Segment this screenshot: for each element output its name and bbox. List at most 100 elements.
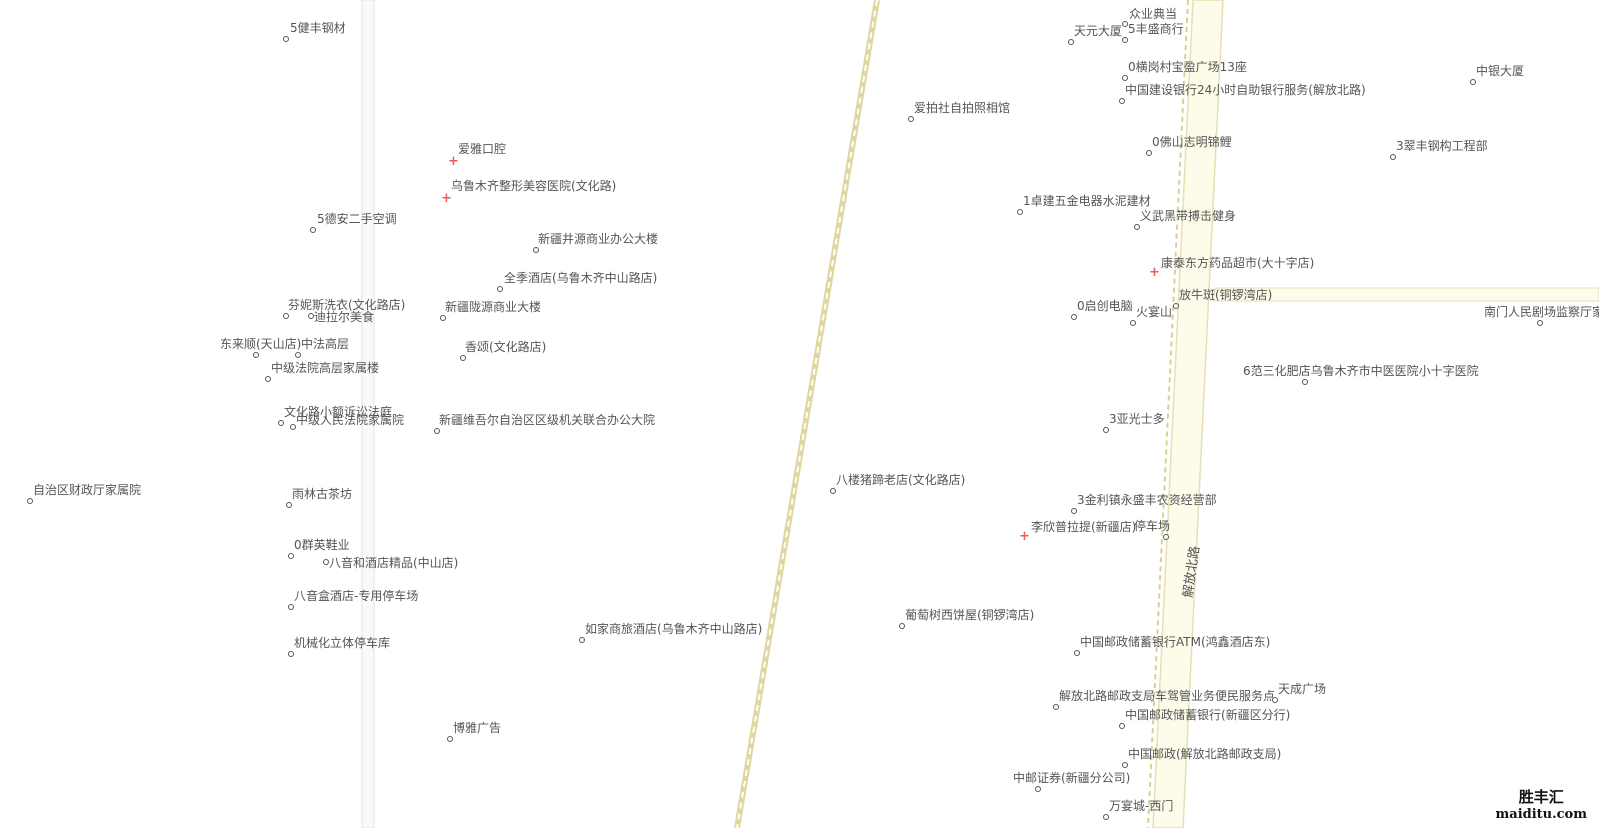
poi-label: 全季酒店(乌鲁木齐中山路店) bbox=[504, 271, 658, 285]
road-rail bbox=[1147, 0, 1189, 828]
poi-dot-icon bbox=[290, 424, 296, 430]
poi-label: 新疆陇源商业大楼 bbox=[445, 300, 542, 314]
watermark: 胜丰汇 maiditu.com bbox=[1496, 786, 1587, 822]
poi-dot-icon bbox=[1146, 150, 1152, 156]
poi-label: 八音和酒店精品(中山店) bbox=[329, 556, 459, 570]
poi-label: 乌鲁木齐整形美容医院(文化路) bbox=[451, 179, 617, 193]
poi-label: 机械化立体停车库 bbox=[294, 636, 391, 650]
poi-dot-icon bbox=[1119, 723, 1125, 729]
poi-label: 中国建设银行24小时自助银行服务(解放北路) bbox=[1125, 83, 1366, 97]
poi-label: 中法高层 bbox=[301, 337, 350, 351]
poi-dot-icon bbox=[1537, 320, 1543, 326]
poi-dot-icon bbox=[288, 604, 294, 610]
poi-label: 东来顺(天山店) bbox=[220, 337, 302, 351]
poi-label: 0启创电脑 bbox=[1077, 299, 1133, 313]
poi-dot-icon bbox=[1119, 98, 1125, 104]
poi-dot-icon bbox=[308, 313, 314, 319]
poi-label: 中国邮政储蓄银行(新疆区分行) bbox=[1125, 708, 1291, 722]
poi-label: 新疆维吾尔自治区区级机关联合办公大院 bbox=[439, 413, 656, 427]
poi-label: 6范三化肥店乌鲁木齐市中医医院小十字医院 bbox=[1243, 364, 1479, 378]
poi-dot-icon bbox=[533, 247, 539, 253]
poi-dot-icon bbox=[1470, 79, 1476, 85]
poi-label: 3翠丰钢构工程部 bbox=[1396, 139, 1488, 153]
poi-label: 爱拍社自拍照相馆 bbox=[914, 101, 1011, 115]
watermark-name: 胜丰汇 bbox=[1518, 788, 1564, 806]
poi-label: 万宴城-西门 bbox=[1109, 799, 1174, 813]
poi-label: 中级人民法院家属院 bbox=[296, 413, 405, 427]
poi-dot-icon bbox=[1122, 762, 1128, 768]
poi-label: 南门人民剧场监察厅家 bbox=[1484, 305, 1599, 319]
poi-dot-icon bbox=[323, 559, 329, 565]
poi-dot-icon bbox=[447, 736, 453, 742]
poi-dot-icon bbox=[440, 315, 446, 321]
poi-label: 1卓建五金电器水泥建材 bbox=[1023, 194, 1151, 208]
poi-label: 5丰盛商行 bbox=[1128, 22, 1184, 36]
poi-label: 放牛斑(铜锣湾店) bbox=[1179, 288, 1273, 302]
poi-dot-icon bbox=[1122, 21, 1128, 27]
poi-dot-icon bbox=[265, 376, 271, 382]
poi-dot-icon bbox=[286, 502, 292, 508]
medical-cross-icon: + bbox=[1149, 265, 1160, 280]
poi-label: 中银大厦 bbox=[1476, 64, 1525, 78]
poi-label: 解放北路邮政支局车驾管业务便民服务点 bbox=[1059, 689, 1276, 703]
poi-label: 新疆井源商业办公大楼 bbox=[538, 232, 659, 246]
poi-label: 天元大厦 bbox=[1074, 24, 1123, 38]
poi-label: 5德安二手空调 bbox=[317, 212, 397, 226]
poi-dot-icon bbox=[1302, 379, 1308, 385]
poi-label: 博雅广告 bbox=[453, 721, 502, 735]
poi-label: 中邮证券(新疆分公司) bbox=[1013, 771, 1131, 785]
poi-dot-icon bbox=[1053, 704, 1059, 710]
poi-dot-icon bbox=[253, 352, 259, 358]
poi-label: 八楼猪蹄老店(文化路店) bbox=[836, 473, 966, 487]
poi-label: 众业典当 bbox=[1129, 7, 1178, 21]
poi-dot-icon bbox=[1071, 314, 1077, 320]
poi-dot-icon bbox=[1173, 303, 1179, 309]
poi-label: 芬妮斯洗衣(文化路店) bbox=[288, 298, 406, 312]
poi-label: 文化路小额诉讼法庭 bbox=[284, 405, 393, 419]
poi-label: 0佛山志明锦鲤 bbox=[1152, 135, 1232, 149]
poi-label: 葡萄树西饼屋(铜锣湾店) bbox=[905, 608, 1035, 622]
poi-dot-icon bbox=[1068, 39, 1074, 45]
poi-dot-icon bbox=[283, 313, 289, 319]
poi-dot-icon bbox=[288, 651, 294, 657]
poi-dot-icon bbox=[27, 498, 33, 504]
poi-dot-icon bbox=[1134, 224, 1140, 230]
poi-label: 3金利镇永盛丰农资经营部 bbox=[1077, 493, 1217, 507]
poi-dot-icon bbox=[830, 488, 836, 494]
poi-dot-icon bbox=[1074, 650, 1080, 656]
minor-road bbox=[361, 0, 375, 828]
poi-label: 天成广场 bbox=[1278, 682, 1327, 696]
poi-label: 康泰东方药品超市(大十字店) bbox=[1161, 256, 1315, 270]
poi-label: 中国邮政储蓄银行ATM(鸿鑫酒店东) bbox=[1080, 635, 1271, 649]
poi-dot-icon bbox=[1103, 814, 1109, 820]
poi-label: 李欣普拉提(新疆店) bbox=[1031, 520, 1137, 534]
poi-label: 爱雅口腔 bbox=[458, 142, 507, 156]
poi-label: 中级法院高层家属楼 bbox=[271, 361, 380, 375]
poi-label: 义武黑带搏击健身 bbox=[1140, 209, 1237, 223]
poi-dot-icon bbox=[1272, 697, 1278, 703]
watermark-site: maiditu.com bbox=[1495, 807, 1587, 822]
poi-label: 0横岗村宝盈广场13座 bbox=[1128, 60, 1247, 74]
poi-dot-icon bbox=[1017, 209, 1023, 215]
poi-dot-icon bbox=[908, 116, 914, 122]
poi-dot-icon bbox=[310, 227, 316, 233]
poi-dot-icon bbox=[1103, 427, 1109, 433]
poi-dot-icon bbox=[1071, 508, 1077, 514]
poi-dot-icon bbox=[497, 286, 503, 292]
jiefang-north-road bbox=[1152, 0, 1224, 828]
railway bbox=[736, 0, 878, 828]
poi-dot-icon bbox=[295, 352, 301, 358]
poi-dot-icon bbox=[460, 355, 466, 361]
poi-label: 3亚光士多 bbox=[1109, 412, 1165, 426]
poi-dot-icon bbox=[899, 623, 905, 629]
poi-dot-icon bbox=[288, 553, 294, 559]
poi-label: 迪拉尔美食 bbox=[314, 310, 375, 324]
poi-dot-icon bbox=[1390, 154, 1396, 160]
medical-cross-icon: + bbox=[1019, 529, 1030, 544]
poi-label: 0群英鞋业 bbox=[294, 538, 350, 552]
poi-label: 中国邮政(解放北路邮政支局) bbox=[1128, 747, 1282, 761]
poi-label: 火宴山 bbox=[1136, 305, 1173, 319]
medical-cross-icon: + bbox=[448, 154, 459, 169]
poi-dot-icon bbox=[1122, 37, 1128, 43]
